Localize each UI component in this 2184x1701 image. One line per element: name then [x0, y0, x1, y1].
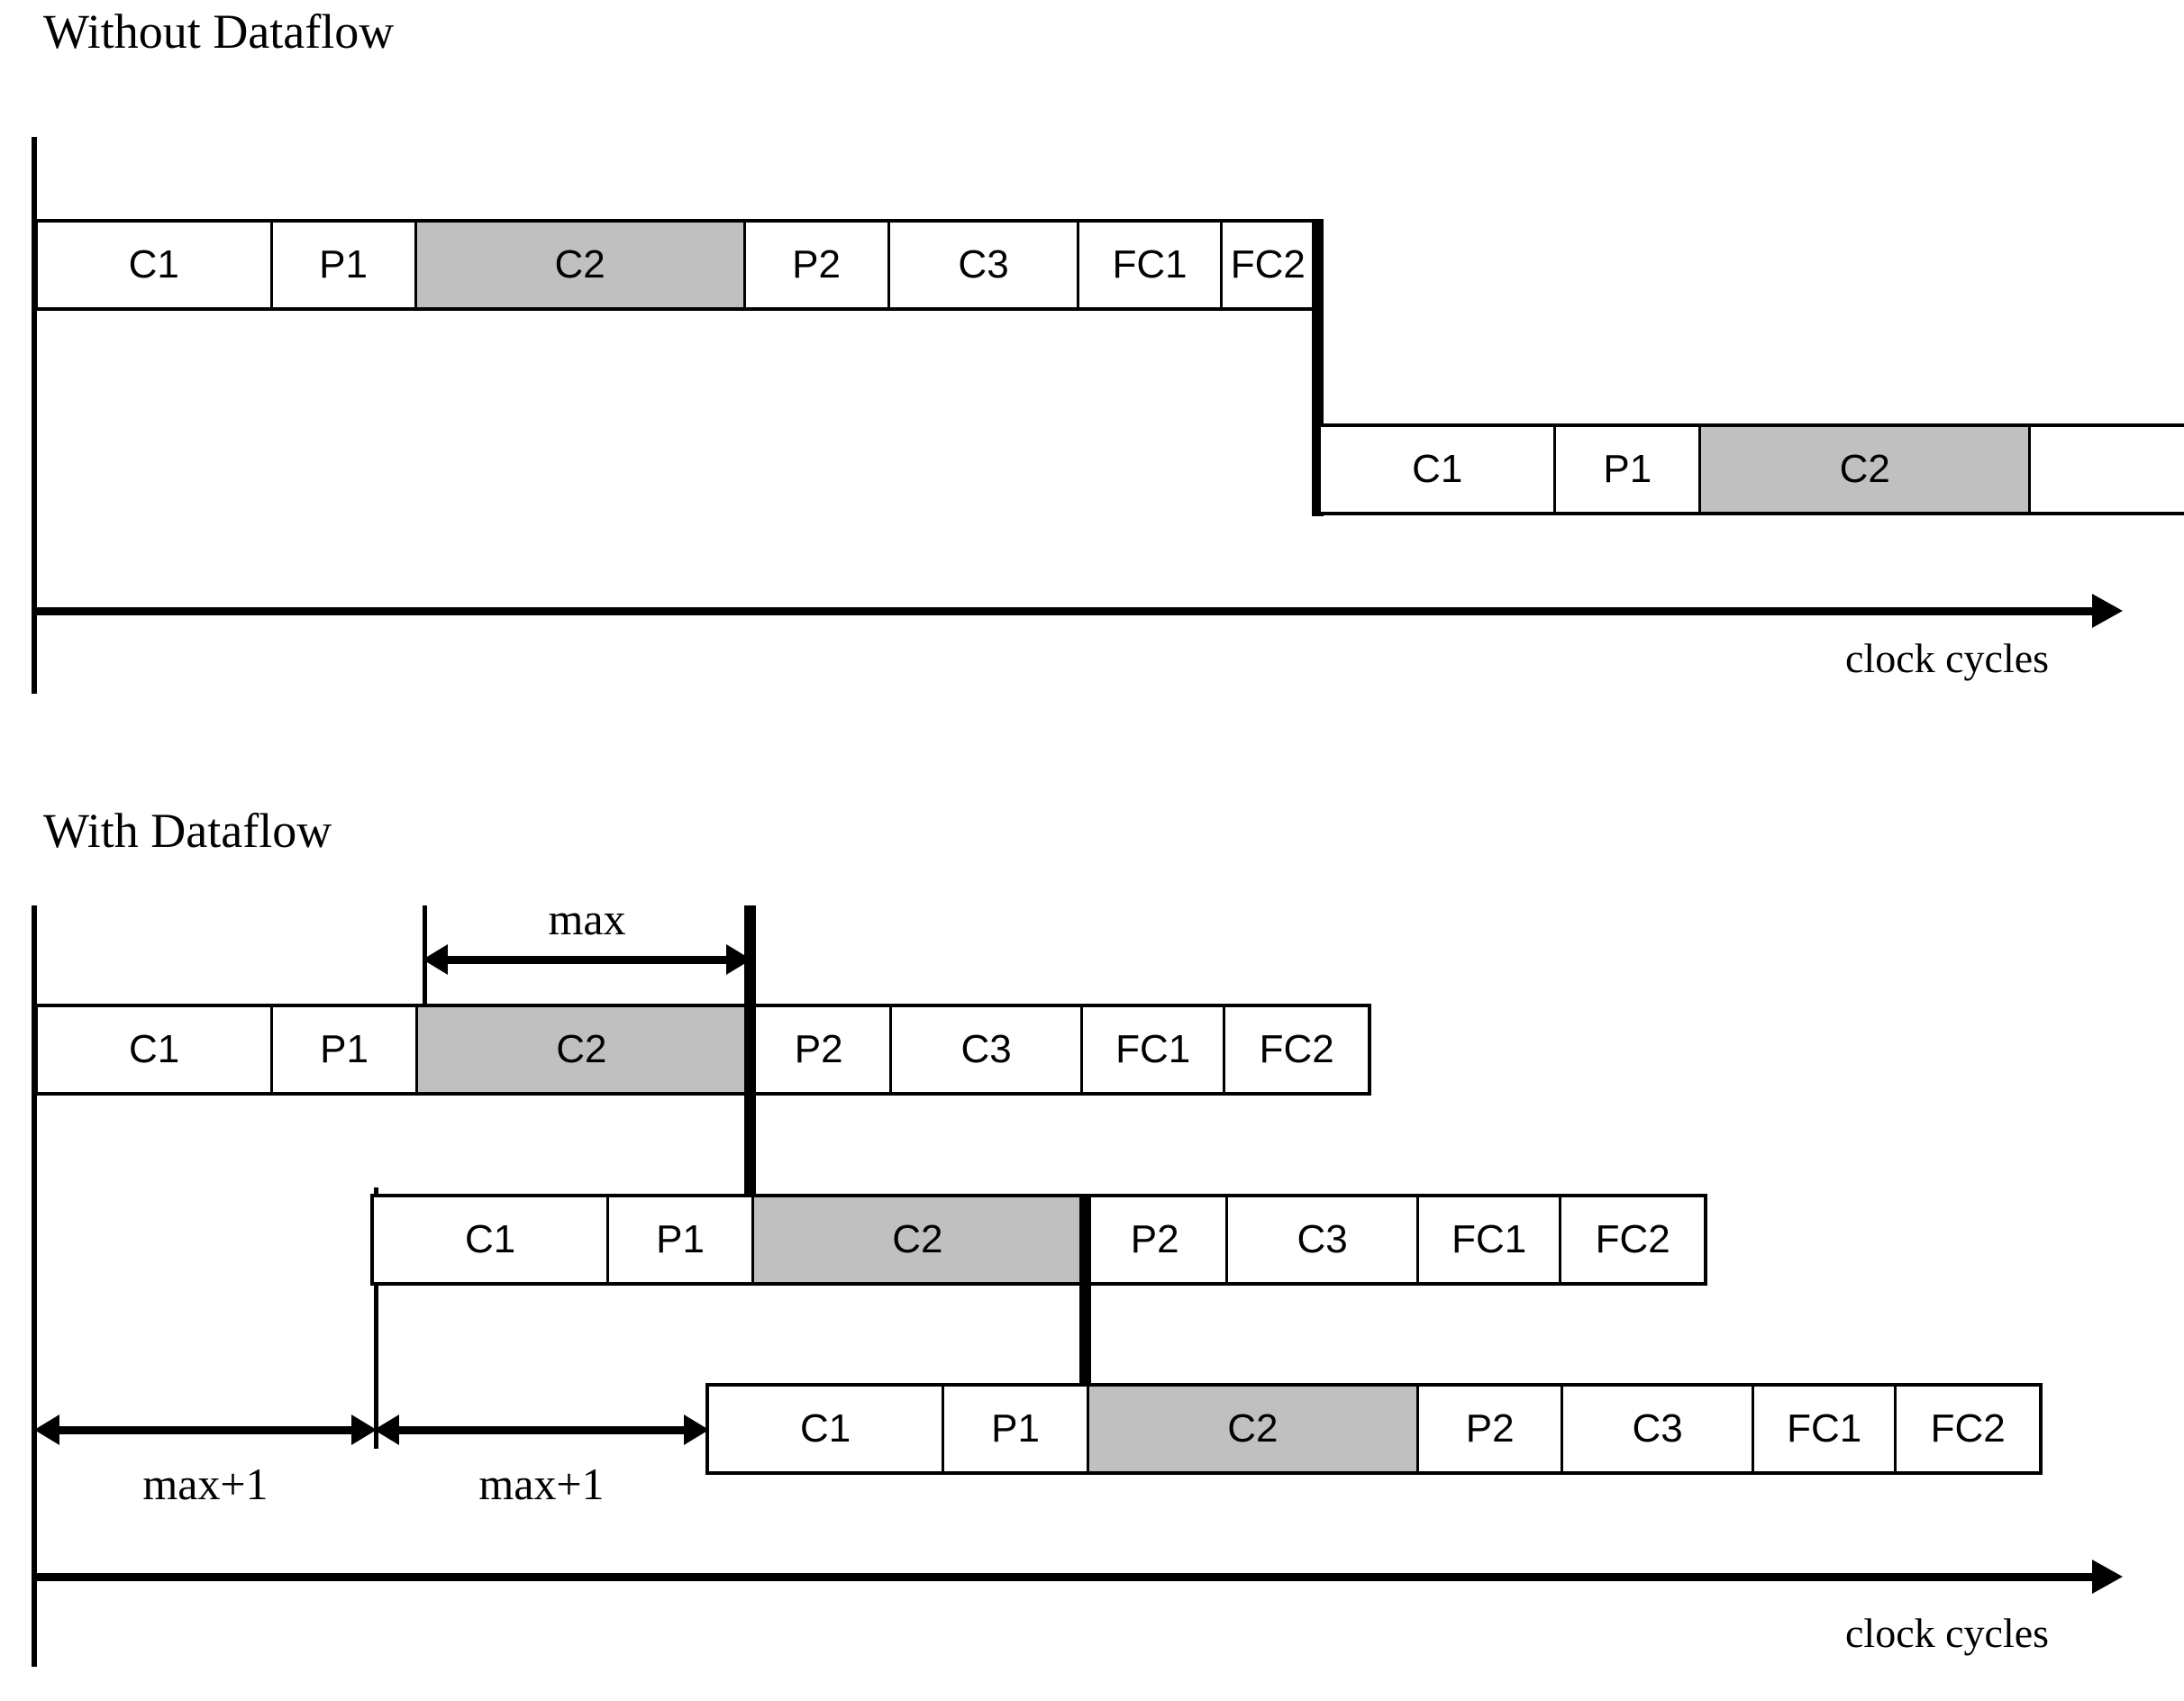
task-cell-c3: C3 — [892, 1007, 1083, 1092]
max-plus-1-dimension-arrow-a — [34, 1414, 377, 1445]
task-cell-fc1: FC1 — [1418, 1197, 1562, 1282]
y-axis-with-dataflow — [32, 905, 37, 1667]
task-cell-c1: C1 — [38, 1007, 274, 1092]
task-cell-c2: C2 — [1088, 1387, 1419, 1471]
x-axis-label-with-dataflow: clock cycles — [1845, 1610, 2050, 1656]
max-plus-1-dimension-arrow-b — [374, 1414, 709, 1445]
arrow-shaft — [54, 1426, 357, 1434]
task-cell-partial — [2031, 427, 2184, 512]
task-cell-fc1: FC1 — [1753, 1387, 1897, 1471]
task-cell-c1: C1 — [374, 1197, 610, 1282]
task-cell-fc1: FC1 — [1079, 223, 1223, 307]
task-cell-p1: P1 — [1556, 427, 1702, 512]
arrow-head-right-icon — [351, 1414, 377, 1445]
task-cell-c2: C2 — [417, 1007, 748, 1092]
task-cell-p1: P1 — [273, 1007, 418, 1092]
task-cell-c1: C1 — [38, 223, 273, 307]
task-cell-p2: P2 — [1083, 1197, 1229, 1282]
task-cell-c2: C2 — [416, 223, 746, 307]
x-axis-arrow-icon — [2092, 1560, 2123, 1594]
x-axis-arrow-icon — [2092, 594, 2123, 628]
task-cell-fc2: FC2 — [1225, 1007, 1368, 1092]
task-cell-fc2: FC2 — [1561, 1197, 1704, 1282]
max-dimension-arrow — [423, 944, 751, 975]
task-cell-fc2: FC2 — [1897, 1387, 2039, 1471]
x-axis-without-dataflow — [32, 607, 2095, 615]
task-cell-fc2: FC2 — [1222, 223, 1314, 307]
section-title-without-dataflow: Without Dataflow — [43, 5, 395, 59]
task-cell-c1: C1 — [709, 1387, 945, 1471]
timeline-row-without-iteration-1: C1 P1 C2 P2 C3 FC1 FC2 — [34, 219, 1317, 311]
task-cell-c1: C1 — [1321, 427, 1557, 512]
x-axis-with-dataflow — [32, 1573, 2095, 1581]
task-cell-fc1: FC1 — [1082, 1007, 1226, 1092]
section-title-with-dataflow: With Dataflow — [43, 804, 332, 858]
x-axis-label-without-dataflow: clock cycles — [1845, 635, 2050, 681]
max-plus-1-label-a: max+1 — [142, 1459, 268, 1509]
arrow-shaft — [394, 1426, 689, 1434]
task-cell-p1: P1 — [609, 1197, 754, 1282]
task-cell-c3: C3 — [1563, 1387, 1754, 1471]
max-plus-1-label-b: max+1 — [478, 1459, 605, 1509]
task-cell-p2: P2 — [747, 1007, 893, 1092]
timeline-row-without-iteration-2: C1 P1 C2 — [1317, 423, 2184, 515]
task-cell-p2: P2 — [745, 223, 890, 307]
task-cell-p1: P1 — [272, 223, 417, 307]
task-cell-c2: C2 — [1701, 427, 2032, 512]
timeline-row-with-iteration-1: C1 P1 C2 P2 C3 FC1 FC2 — [34, 1004, 1371, 1096]
timeline-row-with-iteration-3: C1 P1 C2 P2 C3 FC1 FC2 — [705, 1383, 2043, 1475]
task-cell-c3: C3 — [889, 223, 1080, 307]
task-cell-c3: C3 — [1228, 1197, 1419, 1282]
task-cell-c2: C2 — [753, 1197, 1084, 1282]
task-cell-p1: P1 — [944, 1387, 1089, 1471]
iteration-2-start-tick — [374, 1187, 378, 1449]
max-dimension-label: max — [548, 894, 626, 944]
task-cell-p2: P2 — [1418, 1387, 1564, 1471]
arrow-head-right-icon — [684, 1414, 709, 1445]
timeline-row-with-iteration-2: C1 P1 C2 P2 C3 FC1 FC2 — [370, 1194, 1707, 1286]
pipeline-marker-1 — [744, 905, 756, 1196]
arrow-shaft — [442, 956, 732, 964]
y-axis-without-dataflow — [32, 137, 37, 694]
